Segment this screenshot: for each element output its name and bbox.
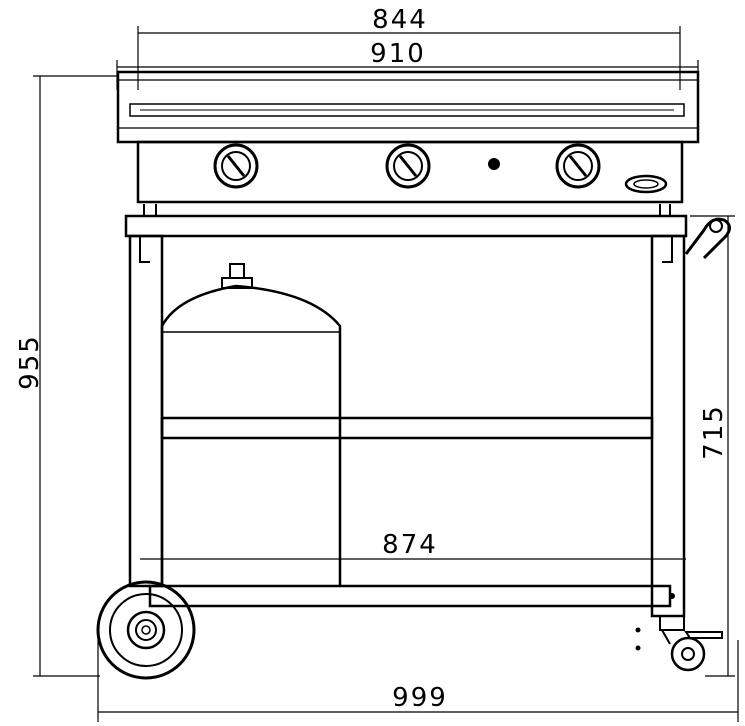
left-leg [128,234,164,588]
caster-wheel-icon [635,615,723,672]
control-panel [136,140,684,204]
dimension-label-999: 999 [392,683,448,713]
left-burner-knob-icon [213,143,259,189]
gas-bottle [160,263,342,586]
right-burner-knob-icon [555,143,601,189]
dimension-label-715: 715 [699,404,729,460]
griddle-plate [116,70,700,144]
dimension-label-844: 844 [372,5,428,35]
dimension-label-874: 874 [382,530,438,560]
dimension-lines [33,26,739,722]
ignition-button-icon [488,158,500,170]
handle [684,217,731,260]
middle-shelf [160,416,654,440]
center-burner-knob-icon [385,143,431,189]
large-wheel-icon [96,580,196,680]
dimension-label-910: 910 [370,39,426,69]
dimension-label-955: 955 [15,334,45,390]
bottom-shelf [148,584,672,608]
cart-top-frame [124,204,688,263]
brand-badge-icon [624,174,668,194]
